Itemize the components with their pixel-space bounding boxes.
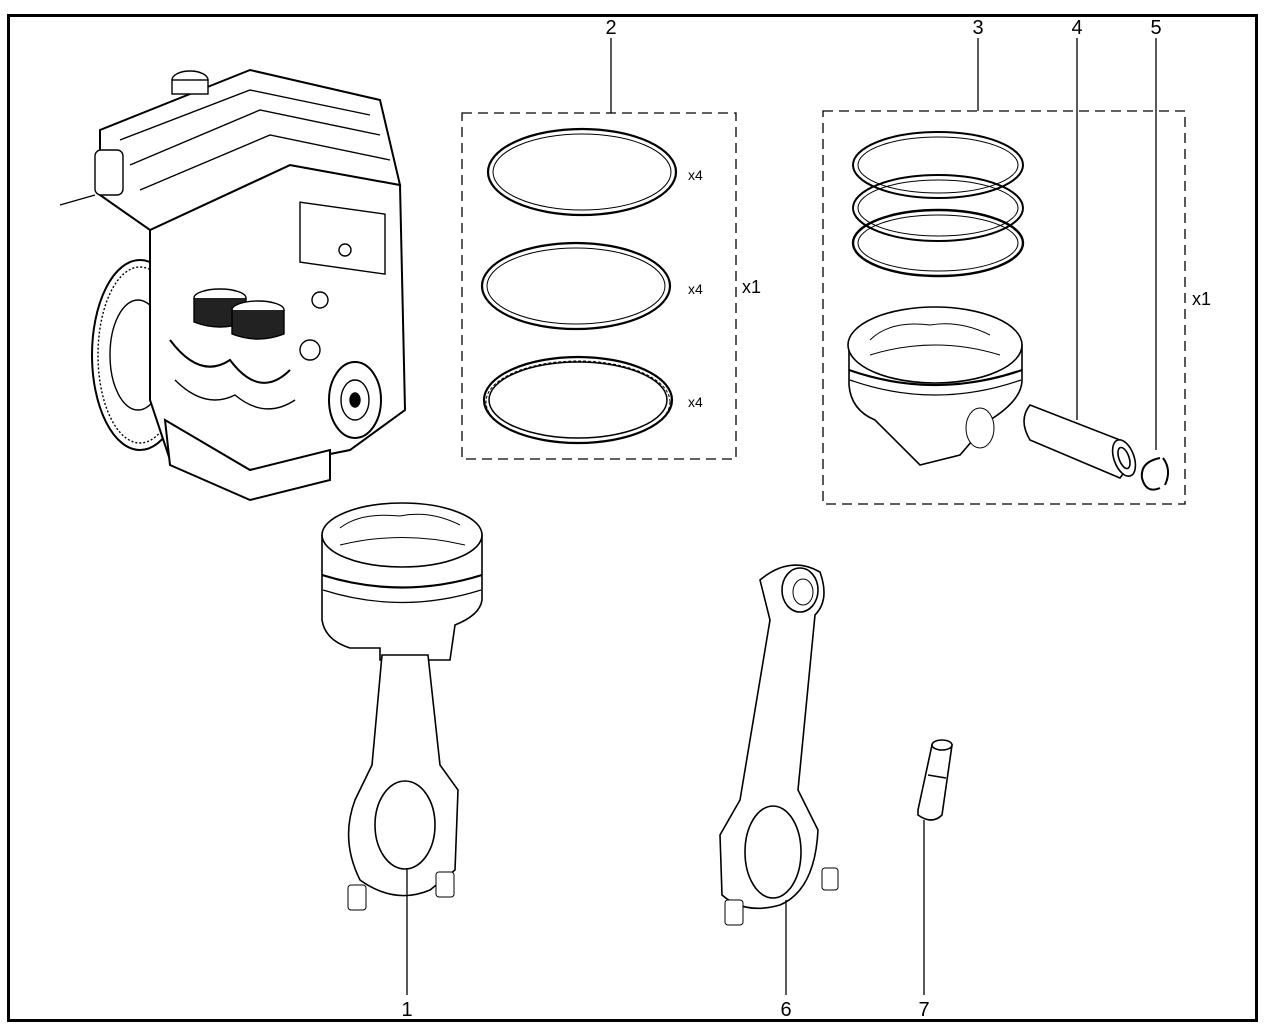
engine-assembly-illustration	[59, 68, 407, 502]
piston-ring-middle	[480, 241, 672, 331]
qty-ring-bottom: x4	[688, 394, 703, 410]
callout-4: 4	[1071, 17, 1083, 39]
callout-6: 6	[780, 999, 792, 1021]
callout-2: 2	[605, 17, 617, 39]
piston-ring-bottom	[482, 355, 674, 445]
piston-ring-top	[486, 127, 678, 217]
connecting-rod	[719, 564, 839, 995]
piston-conrod-assembly	[321, 502, 483, 995]
kit-ring-1	[852, 131, 1024, 199]
qty-ring-top: x4	[688, 167, 703, 183]
piston-pin	[1023, 404, 1137, 479]
callout-1: 1	[401, 999, 413, 1021]
circlip	[1140, 457, 1169, 491]
piston-kit-dashed-box	[822, 110, 1186, 505]
callout-5: 5	[1150, 17, 1162, 39]
piston-kit-group	[822, 38, 1186, 505]
kit-ring-3	[851, 208, 1025, 278]
ring-set-group	[461, 38, 737, 460]
callout-3: 3	[972, 17, 984, 39]
kit-piston	[847, 306, 1023, 466]
dowel-sleeve	[917, 739, 953, 995]
qty-ring-set: x1	[742, 277, 762, 297]
qty-piston-kit: x1	[1192, 289, 1212, 309]
callout-7: 7	[918, 999, 930, 1021]
kit-ring-2	[852, 174, 1024, 242]
qty-ring-middle: x4	[688, 281, 703, 297]
ring-set-dashed-box	[461, 112, 737, 460]
